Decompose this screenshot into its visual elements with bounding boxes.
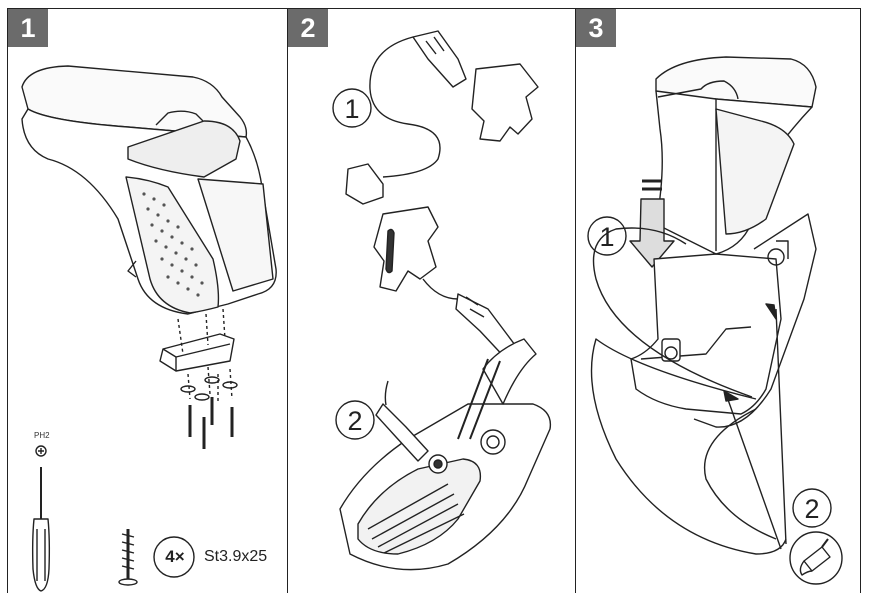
screw-spec: St3.9x25: [204, 548, 268, 565]
callout-2: 2: [804, 494, 819, 524]
power-socket-illustration: 1 2: [332, 30, 552, 571]
screw-count: 4×: [165, 547, 185, 566]
step-3-badge: 3: [576, 9, 616, 47]
callout-2: 2: [347, 406, 362, 436]
armrest-install-illustration: 1 2: [587, 56, 843, 585]
step-1-panel: 1: [7, 8, 288, 593]
ph2-label: PH2: [34, 431, 50, 440]
step-1-badge: 1: [8, 9, 48, 47]
callout-1: 1: [599, 222, 614, 252]
step-2-badge: 2: [288, 9, 328, 47]
step-2-panel: 2: [288, 8, 576, 593]
armrest-mount-illustration: [21, 65, 277, 592]
step-3-panel: 3: [576, 8, 861, 593]
callout-1: 1: [344, 94, 359, 124]
